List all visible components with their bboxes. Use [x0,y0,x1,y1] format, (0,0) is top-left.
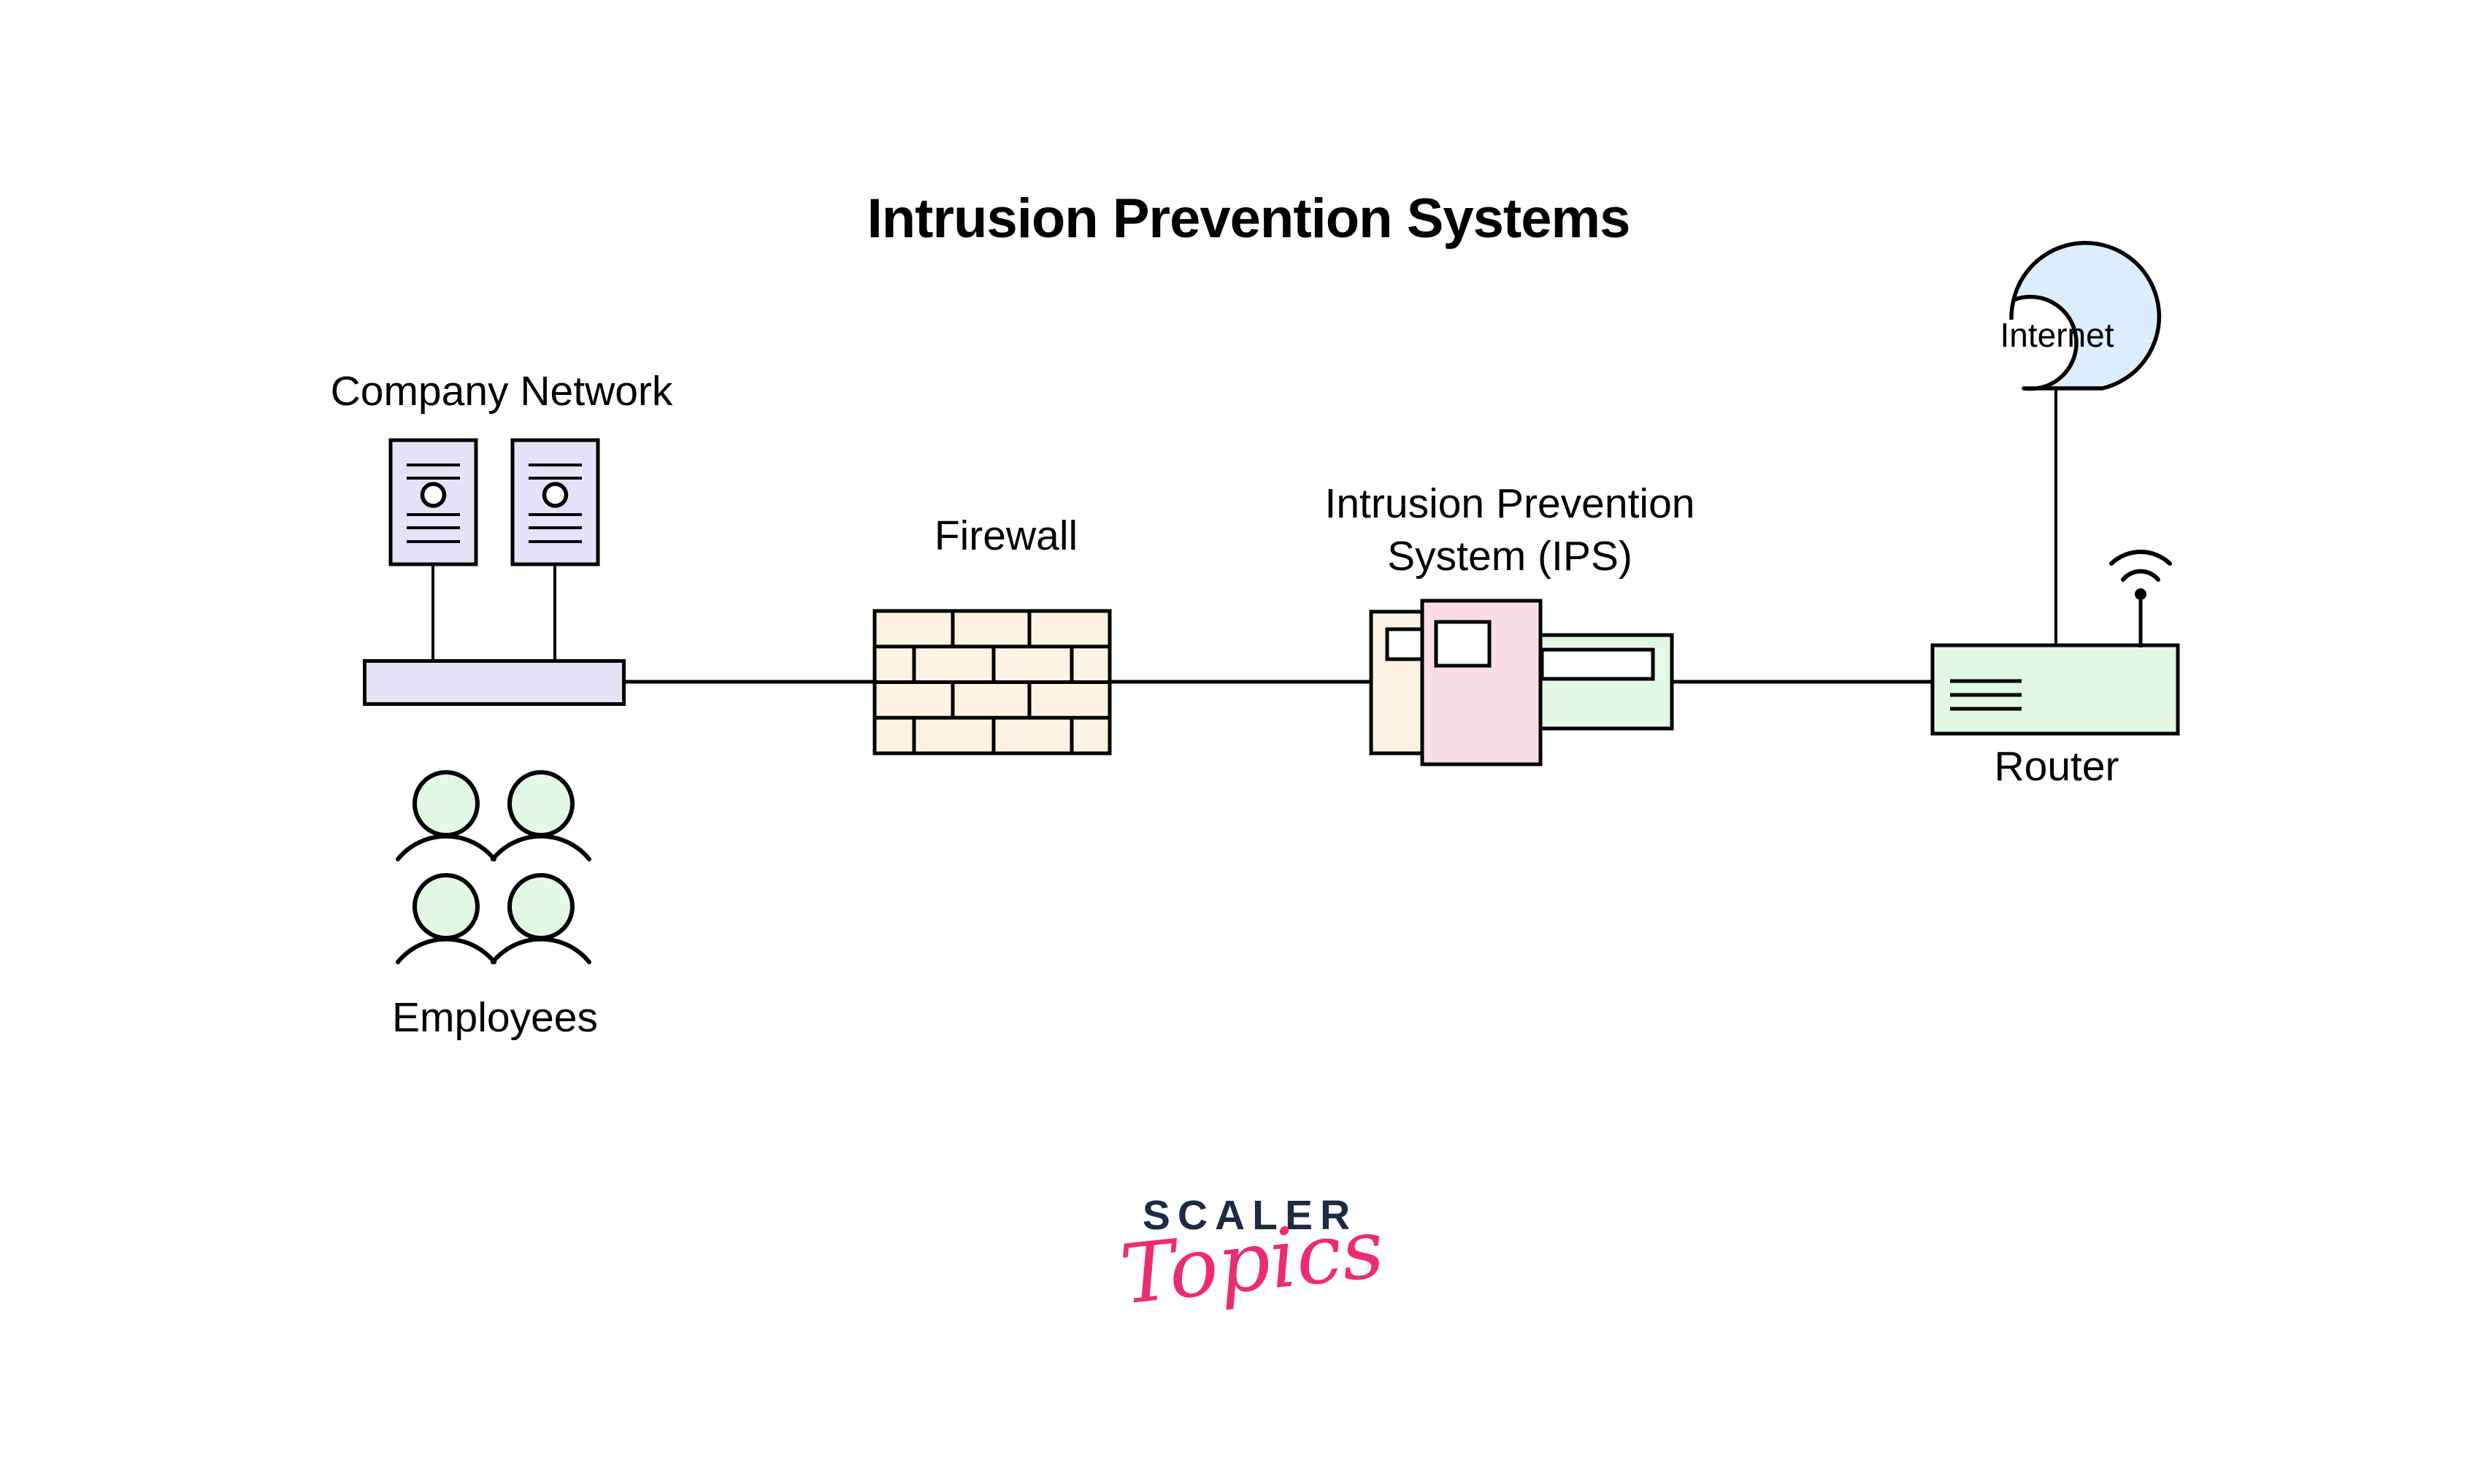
label-employees: Employees [392,994,598,1041]
scaler-wordmark: SCALER [1142,1192,1358,1239]
server-icon [388,438,478,566]
label-ips: Intrusion Prevention System (IPS) [1324,480,1695,580]
label-company-network: Company Network [330,368,673,415]
network-hub-icon [363,659,626,706]
internet-cloud-icon [2009,241,2162,391]
label-firewall: Firewall [934,512,1078,559]
label-router: Router [1994,743,2119,790]
employees-icon [396,770,591,964]
page-title: Intrusion Prevention Systems [867,188,1631,250]
ips-appliance-icon [1369,599,1674,766]
router-icon [1930,643,2180,736]
firewall-icon [872,609,1112,756]
server-icon [510,438,600,566]
label-internet: Internet [2000,316,2114,354]
wifi-icon [2109,550,2172,647]
